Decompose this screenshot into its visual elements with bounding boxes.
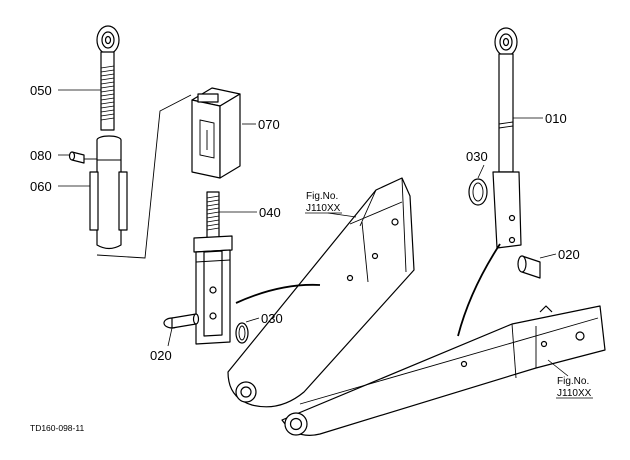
- fig-ref-right-title: Fig.No.: [557, 376, 589, 387]
- leader-lines: [58, 89, 569, 377]
- callout-070: 070: [258, 117, 280, 132]
- grease-nipple-080: [68, 151, 97, 164]
- callout-080: 080: [30, 148, 52, 163]
- callout-040: 040: [259, 205, 281, 220]
- snap-ring-030-right: [468, 178, 488, 206]
- fig-ref-right-number: J110XX: [557, 388, 592, 399]
- top-link-tube-060: [89, 135, 128, 250]
- lift-rod-010: [492, 27, 522, 249]
- snap-ring-030-left: [235, 322, 249, 344]
- callout-020-right: 020: [558, 247, 580, 262]
- callout-030-right: 030: [466, 149, 488, 164]
- callout-030-left: 030: [261, 311, 283, 326]
- callout-050: 050: [30, 83, 52, 98]
- fig-ref-left-title: Fig.No.: [306, 191, 338, 202]
- callout-010: 010: [545, 111, 567, 126]
- callout-060: 060: [30, 179, 52, 194]
- lower-link-right: [281, 305, 606, 436]
- connection-curve-right: [457, 243, 501, 337]
- pin-020-left: [163, 313, 200, 329]
- callout-020-left: 020: [150, 348, 172, 363]
- clevis-040: [193, 191, 233, 345]
- top-link-rod-end-050: [96, 25, 120, 131]
- guide-plate-outline: [96, 94, 192, 259]
- pin-020-right: [517, 255, 541, 279]
- bracket-070: [191, 87, 241, 179]
- connection-curve-left: [235, 283, 321, 304]
- drawing-code: TD160-098-11: [30, 423, 84, 433]
- lower-link-left: [227, 177, 415, 408]
- fig-ref-left-number: J110XX: [306, 203, 341, 214]
